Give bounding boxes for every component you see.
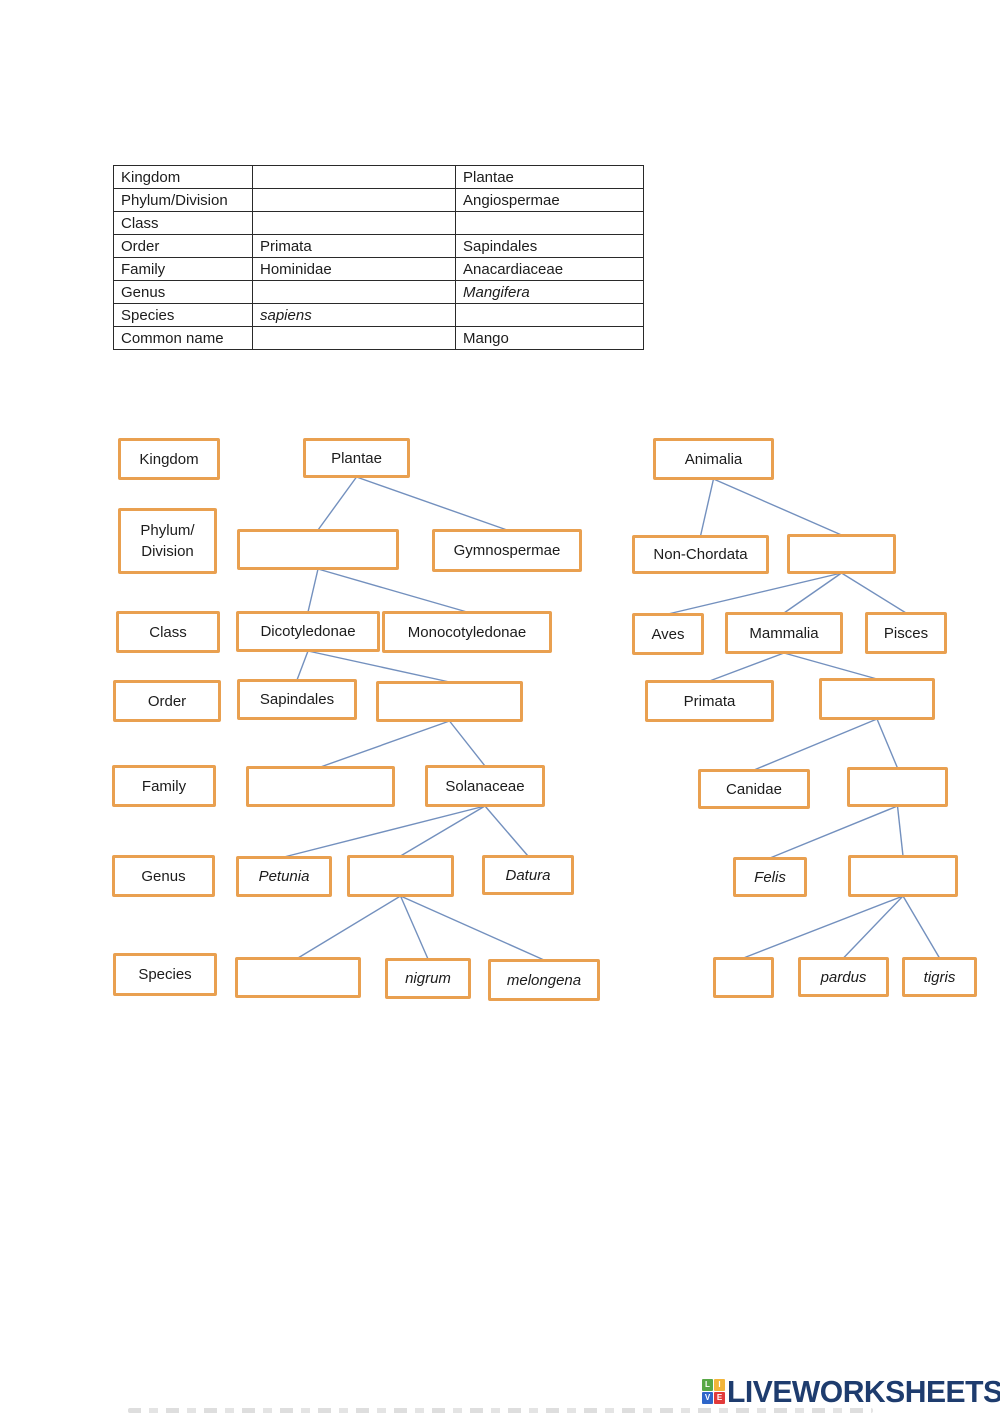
rank-cell: Family (113, 257, 253, 281)
connector-line (902, 895, 941, 959)
rank-label-phylum-label: Phylum/ Division (118, 508, 217, 574)
answer-blank-cell[interactable] (252, 165, 456, 189)
connector-line (709, 652, 785, 682)
connector-line (296, 650, 309, 681)
taxon-box-felis: Felis (733, 857, 807, 897)
logo-block-v: V (702, 1392, 713, 1404)
table-row: Phylum/Division Angiospermae (113, 188, 644, 212)
connector-line (399, 895, 429, 960)
taxon-box-dicotyledonae: Dicotyledonae (236, 611, 380, 652)
taxon-box-blank-carnivora-blank[interactable] (819, 678, 935, 720)
taxon-box-blank-felidae-blank[interactable] (847, 767, 948, 807)
connector-line (320, 720, 450, 768)
taxon-box-primata: Primata (645, 680, 774, 722)
connector-line (783, 652, 878, 680)
taxon-box-animalia: Animalia (653, 438, 774, 480)
taxon-box-pardus: pardus (798, 957, 889, 997)
connector-line (307, 568, 319, 613)
taxon-box-blank-species-blank-left[interactable] (235, 957, 361, 998)
answer-cell: Anacardiaceae (455, 257, 644, 281)
connector-line (699, 478, 715, 537)
connector-line (841, 572, 907, 614)
taxon-box-blank-genus-blank[interactable] (347, 855, 454, 897)
rank-cell: Kingdom (113, 165, 253, 189)
connector-line (896, 805, 904, 857)
rank-label-class-label: Class (116, 611, 220, 653)
taxon-box-blank-phylum-blank[interactable] (237, 529, 399, 570)
connector-line (743, 895, 904, 959)
taxon-box-sapindales: Sapindales (237, 679, 357, 720)
rank-label-genus-label: Genus (112, 855, 215, 897)
taxon-box-blank-order-blank[interactable] (376, 681, 523, 722)
connector-line (667, 572, 842, 615)
answer-cell: Mangifera (455, 280, 644, 304)
rank-label-order-label: Order (113, 680, 221, 722)
logo-block-e: E (714, 1392, 725, 1404)
logo-block-i: I (714, 1379, 725, 1391)
answer-cell: Primata (252, 234, 456, 258)
connector-line (448, 720, 486, 767)
connector-line (297, 895, 401, 959)
taxon-box-blank-species-blank-right[interactable] (713, 957, 774, 998)
taxon-box-mammalia: Mammalia (725, 612, 843, 654)
taxon-box-solanaceae: Solanaceae (425, 765, 545, 807)
answer-blank-cell[interactable] (252, 326, 456, 350)
table-row: Common name Mango (113, 326, 644, 350)
connector-line (317, 568, 468, 613)
taxon-box-blank-panthera-blank[interactable] (848, 855, 958, 897)
cut-off-text-strip (128, 1408, 873, 1413)
answer-cell: Angiospermae (455, 188, 644, 212)
connector-line (400, 895, 545, 961)
rank-label-kingdom-label: Kingdom (118, 438, 220, 480)
connector-line (283, 805, 486, 858)
connector-line (317, 476, 358, 531)
taxon-box-pisces: Pisces (865, 612, 947, 654)
taxon-box-gymnospermae: Gymnospermae (432, 529, 582, 572)
connector-line (713, 478, 842, 536)
connector-line (307, 650, 450, 683)
logo-block-l: L (702, 1379, 713, 1391)
taxon-box-blank-chordata-blank[interactable] (787, 534, 896, 574)
connector-line (783, 572, 842, 614)
connector-line (400, 805, 486, 857)
connector-line (484, 805, 529, 857)
logo-text: LIVEWORKSHEETS (727, 1374, 1000, 1409)
taxon-box-melongena: melongena (488, 959, 600, 1001)
connector-line (842, 895, 904, 959)
rank-label-species-label: Species (113, 953, 217, 996)
table-row: Class (113, 211, 644, 235)
rank-cell: Phylum/Division (113, 188, 253, 212)
taxon-box-petunia: Petunia (236, 856, 332, 897)
rank-cell: Common name (113, 326, 253, 350)
taxon-box-blank-family-blank[interactable] (246, 766, 395, 807)
taxon-box-non-chordata: Non-Chordata (632, 535, 769, 574)
taxon-box-nigrum: nigrum (385, 958, 471, 999)
connector-line (876, 718, 899, 769)
answer-blank-cell[interactable] (455, 211, 644, 235)
connector-line (769, 805, 898, 859)
taxon-box-plantae: Plantae (303, 438, 410, 478)
connector-line (753, 718, 878, 771)
answer-cell: Mango (455, 326, 644, 350)
taxon-box-monocotyledonae: Monocotyledonae (382, 611, 552, 653)
connector-line (356, 476, 508, 531)
taxon-box-aves: Aves (632, 613, 704, 655)
taxon-box-canidae: Canidae (698, 769, 810, 809)
rank-label-family-label: Family (112, 765, 216, 807)
taxon-box-datura: Datura (482, 855, 574, 895)
taxon-box-tigris: tigris (902, 957, 977, 997)
